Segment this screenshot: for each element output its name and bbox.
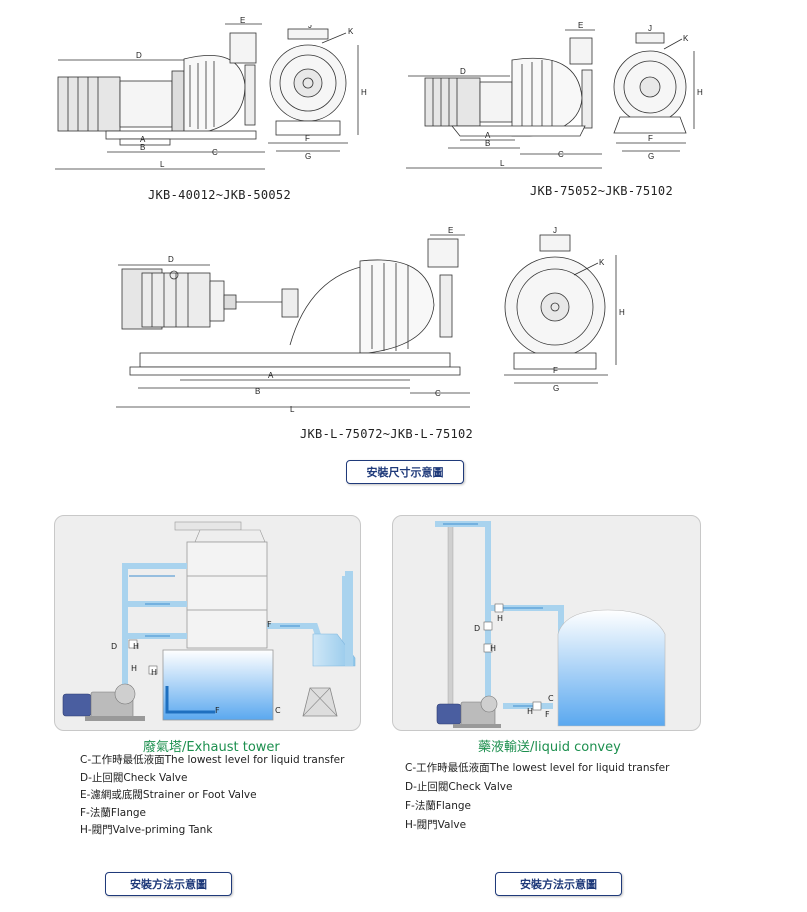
svg-text:B: B [255, 387, 260, 396]
svg-text:C: C [435, 389, 441, 398]
exhaust-tower-title: 廢氣塔/Exhaust tower [143, 740, 280, 755]
svg-text:E: E [240, 16, 245, 25]
svg-text:E: E [448, 226, 453, 235]
label-h: H [497, 614, 504, 623]
svg-text:D: D [136, 51, 142, 60]
legend-item: C-工作時最低液面The lowest level for liquid tra… [405, 762, 670, 774]
label-h: H [527, 707, 534, 716]
install-size-diagram-button[interactable]: 安裝尺寸示意圖 [346, 460, 464, 484]
svg-text:B: B [485, 139, 490, 148]
svg-text:C: C [212, 148, 218, 157]
svg-text:G: G [648, 152, 654, 161]
exhaust-tower-legend: C-工作時最低液面The lowest level for liquid tra… [80, 752, 344, 840]
drawing-jkb-75052-front-view: J K H F G [613, 25, 703, 161]
label-h: H [490, 644, 497, 653]
drawing-jkb-75052-side-view: D E A B C L [406, 21, 602, 169]
drawing-jkb-l-75072-front-view: J K H F G [504, 226, 625, 393]
install-method-diagram-button[interactable]: 安裝方法示意圖 [105, 872, 232, 896]
svg-text:J: J [308, 25, 312, 30]
svg-text:F: F [648, 134, 653, 143]
drawing-jkb-40012-side-view: D E A B C L [55, 16, 265, 170]
svg-text:H: H [619, 308, 625, 317]
drawing-caption: JKB-40012~JKB-50052 [148, 188, 291, 202]
drawing-jkb-40012-front-view: J K H F G [268, 25, 367, 161]
svg-text:L: L [160, 160, 165, 169]
label-d: D [111, 642, 118, 651]
svg-text:K: K [348, 27, 354, 36]
svg-text:G: G [305, 152, 311, 161]
drawing-caption: JKB-75052~JKB-75102 [530, 184, 673, 198]
svg-text:A: A [140, 135, 146, 144]
label-f: F [215, 706, 220, 715]
legend-item: F-法蘭Flange [80, 806, 146, 819]
legend-item: H-閥門Valve-priming Tank [80, 824, 213, 836]
install-method-diagram-button[interactable]: 安裝方法示意圖 [495, 872, 622, 896]
liquid-convey-legend: C-工作時最低液面The lowest level for liquid tra… [405, 759, 669, 835]
svg-text:D: D [168, 255, 174, 264]
exhaust-tower-panel: D H H H F F C [54, 515, 361, 731]
svg-text:K: K [599, 258, 605, 267]
label-d: D [474, 624, 481, 633]
legend-item: H-閥門Valve [405, 819, 467, 831]
exhaust-tower-diagram [62, 521, 356, 721]
svg-text:A: A [485, 131, 491, 140]
svg-text:J: J [648, 25, 652, 33]
label-h: H [133, 642, 140, 651]
svg-text:K: K [683, 34, 689, 43]
svg-text:H: H [361, 88, 367, 97]
label-f: F [267, 620, 272, 629]
legend-item: F-法蘭Flange [405, 800, 471, 812]
liquid-convey-diagram [435, 521, 666, 728]
svg-text:C: C [558, 150, 564, 159]
label-c: C [275, 706, 281, 715]
svg-text:F: F [305, 134, 310, 143]
drawing-jkb-l-75072-side-view: D E A B C L [116, 226, 470, 414]
drawing-caption: JKB-L-75072~JKB-L-75102 [300, 427, 474, 441]
svg-text:F: F [553, 366, 558, 375]
liquid-convey-title: 藥液輸送/liquid convey [478, 740, 621, 755]
svg-text:A: A [268, 371, 274, 380]
legend-item: C-工作時最低液面The lowest level for liquid tra… [80, 754, 345, 766]
legend-item: E-濾網或底閥Strainer or Foot Valve [80, 789, 257, 801]
svg-text:L: L [500, 159, 505, 168]
svg-text:J: J [553, 226, 557, 235]
svg-text:H: H [697, 88, 703, 97]
svg-text:L: L [290, 405, 295, 414]
svg-text:B: B [140, 143, 145, 152]
legend-item: D-止回閥Check Valve [80, 771, 188, 784]
label-f: F [545, 710, 550, 719]
legend-item: D-止回閥Check Valve [405, 781, 513, 793]
svg-text:G: G [553, 384, 559, 393]
svg-text:E: E [578, 21, 583, 30]
label-h: H [151, 668, 158, 677]
liquid-convey-panel: H D H H C F [392, 515, 701, 731]
label-c: C [548, 694, 554, 703]
svg-text:D: D [460, 67, 466, 76]
label-h: H [131, 664, 138, 673]
